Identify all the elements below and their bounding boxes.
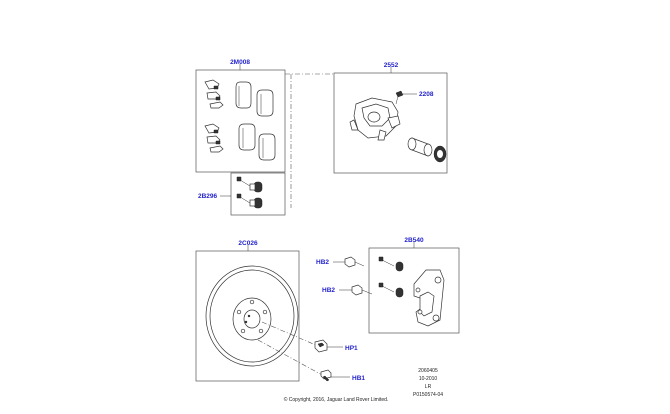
callout-2m008[interactable]: 2M008	[230, 59, 250, 66]
brake-pad-lower-right	[258, 133, 276, 161]
callout-2c026[interactable]: 2C026	[238, 240, 258, 247]
piston-seal	[433, 145, 447, 163]
leader-shield-bolt	[257, 339, 325, 377]
pad-hardware-group: 2B296	[198, 172, 286, 216]
carrier-group: 2B540	[368, 237, 460, 334]
callout-2b296[interactable]: 2B296	[198, 193, 218, 200]
date-code: 2060405	[418, 368, 438, 374]
callout-hb2-upper[interactable]: HB2	[316, 259, 329, 266]
copyright-notice: © Copyright, 2016, Jaguar Land Rover Lim…	[284, 396, 389, 403]
callout-2552[interactable]: 2552	[384, 62, 399, 69]
brake-pad-lower-left	[238, 123, 256, 151]
carrier-guide-pin-lower	[378, 282, 404, 298]
pad-kit-group: 2M008	[195, 59, 286, 173]
disc-group: 2C026	[195, 240, 300, 382]
brake-pad-upper-left	[235, 81, 252, 109]
illustration-metadata: 2060405 10-2010 LR P0150574-04	[413, 368, 443, 398]
leader-disc-screw	[261, 321, 319, 347]
illustration-id: P0150574-04	[413, 392, 443, 398]
brake-pad-upper-right	[256, 89, 274, 117]
pad-clip-set-upper	[204, 79, 224, 109]
callout-hb1[interactable]: HB1	[352, 375, 365, 382]
carrier-bolt-upper	[333, 256, 365, 268]
shield-bolt	[320, 369, 350, 382]
bleed-screw	[395, 90, 417, 105]
carrier-bolt-lower	[339, 284, 373, 296]
pad-clip-set-lower	[204, 123, 224, 153]
caliper-piston	[407, 137, 433, 157]
disc-retaining-screw	[314, 339, 343, 353]
date: 10-2010	[419, 376, 438, 382]
brake-caliper	[349, 97, 401, 141]
caliper-group: 2552 2208	[333, 62, 448, 174]
carrier-guide-pin-upper	[378, 256, 404, 272]
guide-pin-lower	[236, 193, 263, 209]
callout-hb2-lower[interactable]: HB2	[322, 287, 335, 294]
callout-hp1[interactable]: HP1	[345, 345, 358, 352]
region-code: LR	[425, 384, 432, 390]
brake-disc	[205, 265, 299, 367]
caliper-carrier-bracket	[413, 269, 445, 327]
callout-2208[interactable]: 2208	[419, 91, 434, 98]
callout-2b540[interactable]: 2B540	[404, 237, 424, 244]
guide-pin-upper	[236, 176, 263, 193]
